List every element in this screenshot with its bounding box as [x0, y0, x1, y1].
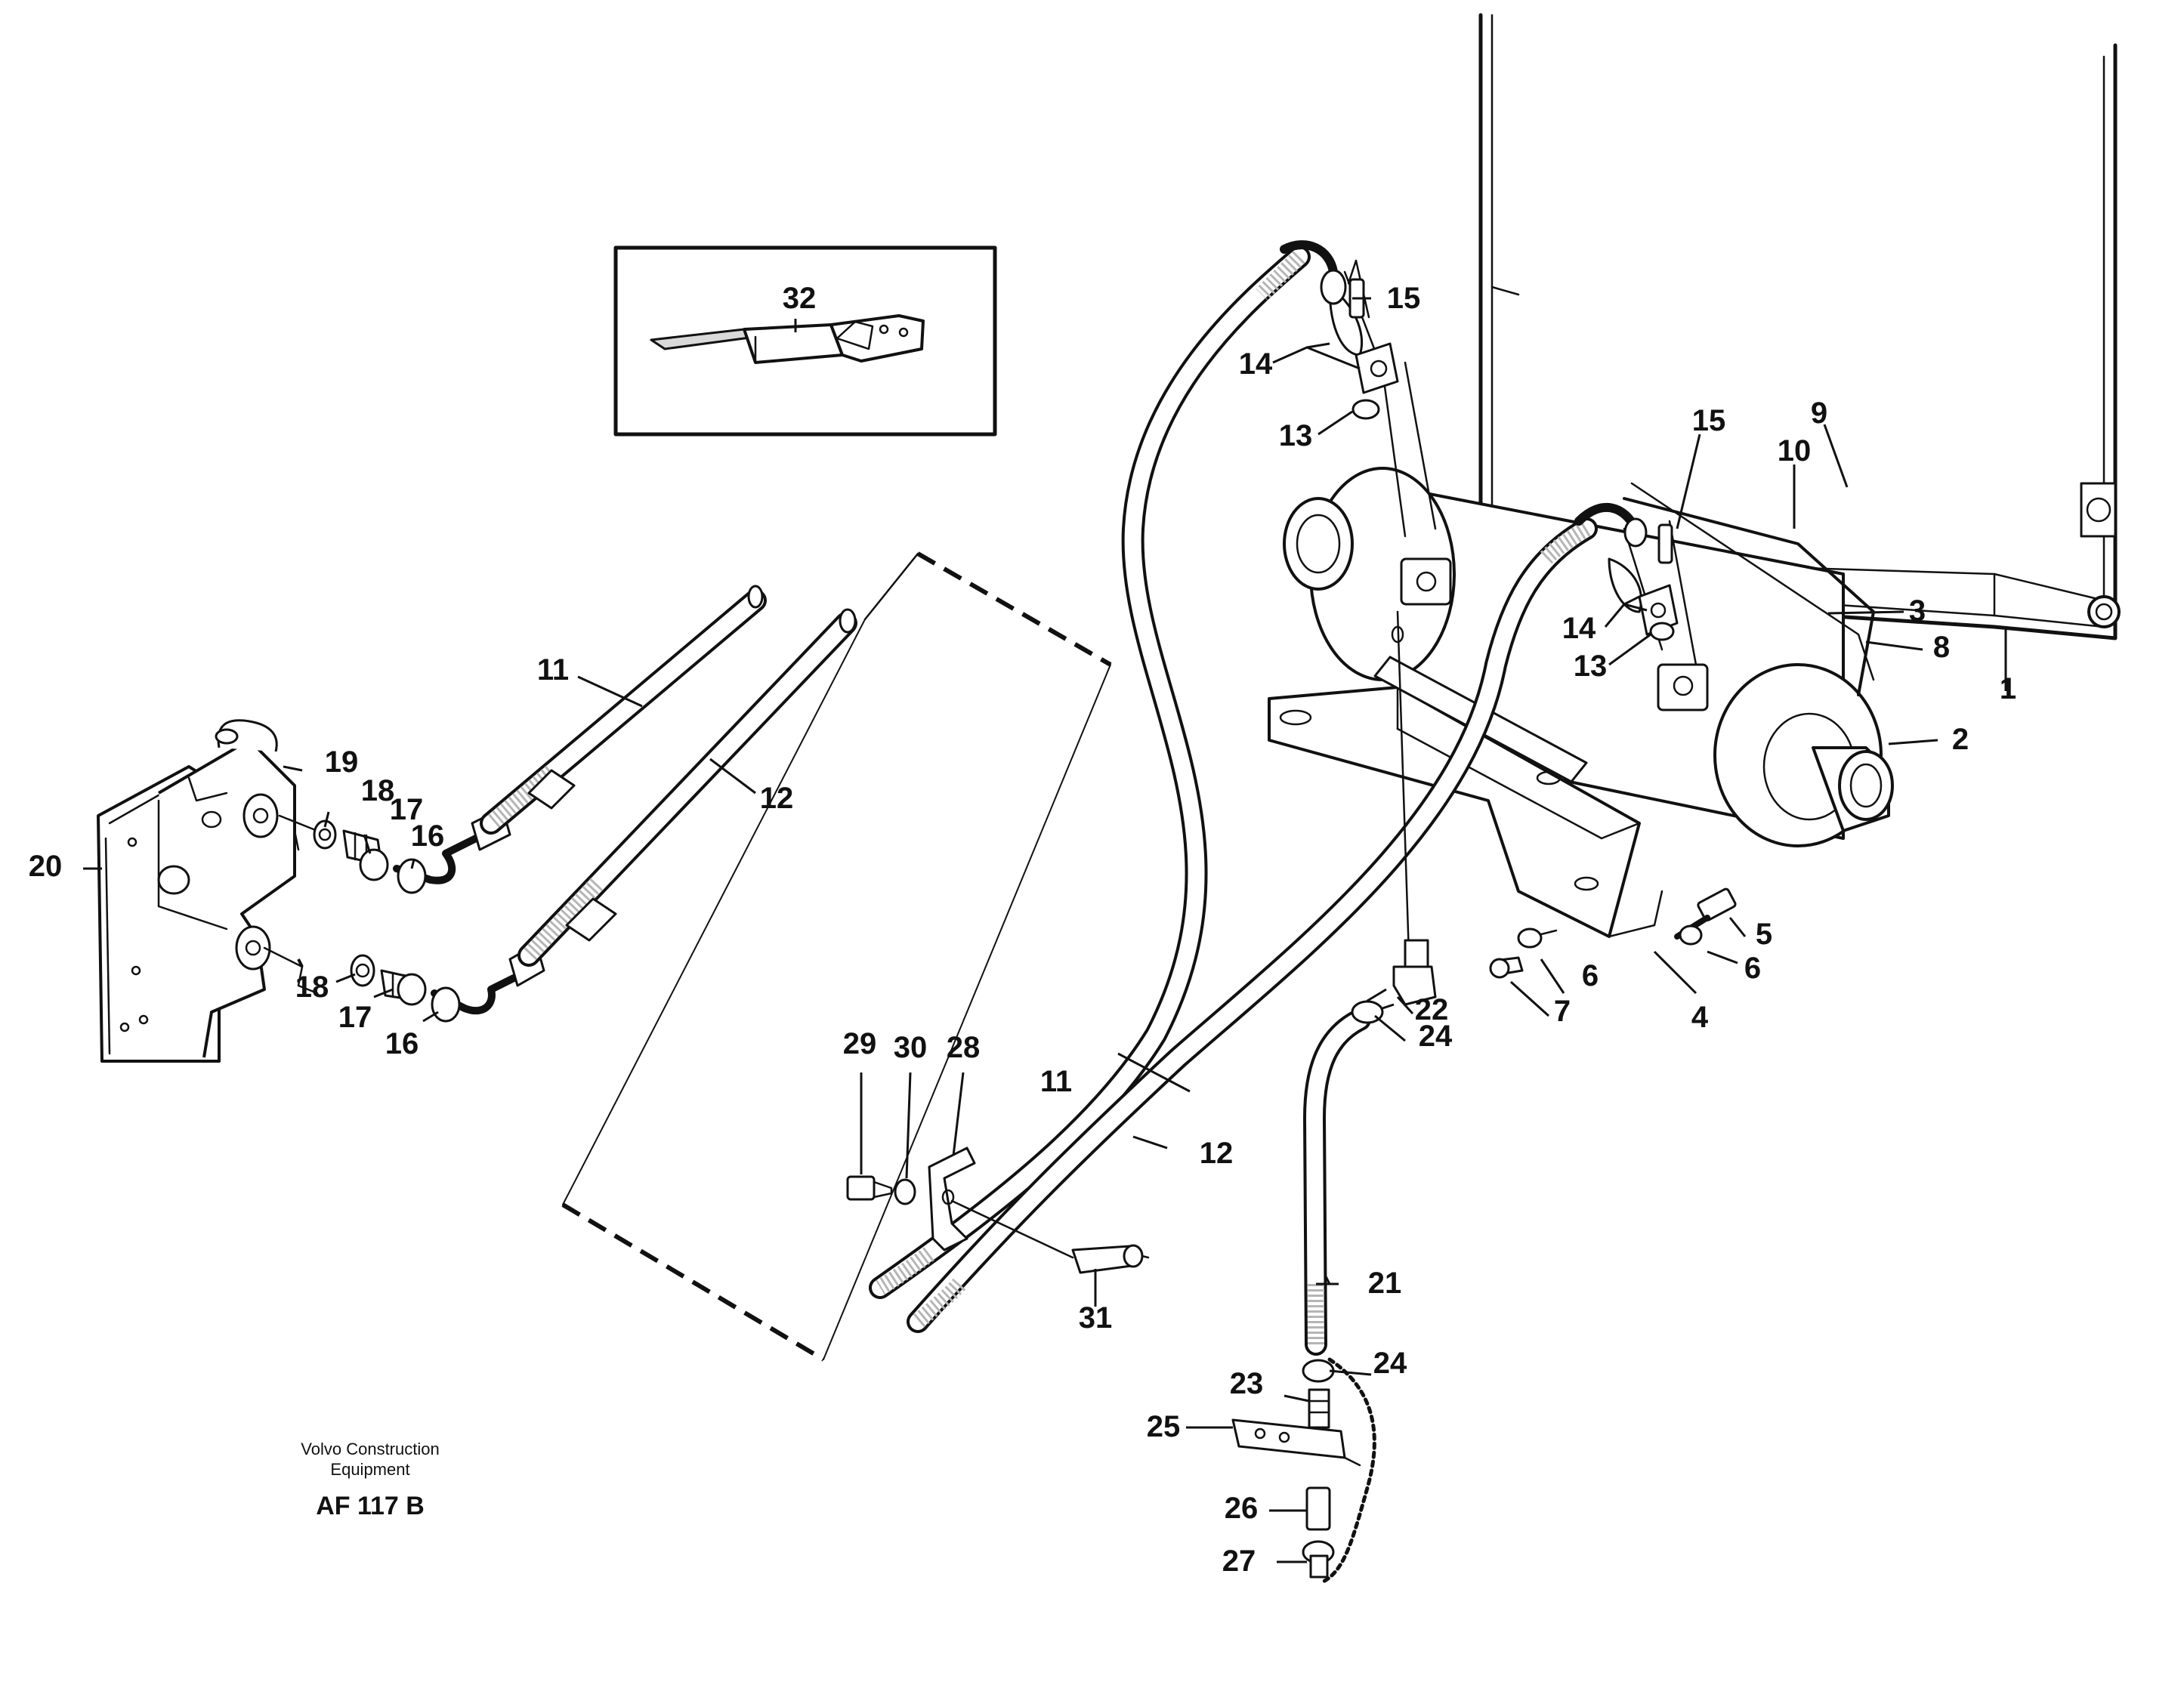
callout-5: 5: [1756, 918, 1772, 951]
callout-14-lower: 14: [1562, 612, 1596, 645]
callout-15-lower: 15: [1692, 404, 1726, 437]
callout-11-upper: 11: [537, 653, 569, 687]
callout-labels: 1 2 3 4 5 6 6 7 8 9 10 11 11 12 12 13 13…: [29, 282, 2016, 1578]
left-hose-12: [517, 608, 857, 967]
bolt-washer-5-6-7: [1489, 887, 1737, 979]
callout-10: 10: [1778, 434, 1812, 468]
frame-part-1: [1478, 13, 2121, 640]
callout-6-left: 6: [1582, 959, 1599, 992]
long-hose-12: [907, 503, 1648, 1333]
callout-3: 3: [1909, 594, 1926, 628]
callout-24-lower: 24: [1373, 1347, 1407, 1380]
callout-8: 8: [1933, 631, 1950, 664]
callout-9: 9: [1811, 397, 1827, 430]
callout-27: 27: [1222, 1545, 1256, 1578]
dashed-section-outline: [561, 551, 1112, 1362]
callout-13-lower: 13: [1574, 650, 1608, 683]
callout-2: 2: [1952, 723, 1969, 756]
callout-16-upper: 16: [411, 819, 445, 853]
inset-box-part-32: [613, 245, 997, 437]
left-hose-11: [480, 585, 767, 835]
callout-30: 30: [894, 1031, 928, 1064]
callout-19: 19: [325, 745, 359, 779]
callout-4: 4: [1691, 1001, 1709, 1034]
callout-18-upper: 18: [361, 774, 395, 807]
callout-16-lower: 16: [385, 1027, 419, 1060]
clamp-assembly-28-31: [846, 1147, 1150, 1274]
callout-32: 32: [783, 282, 817, 315]
credit-company-line2: Equipment: [330, 1460, 409, 1479]
callout-12-upper: 12: [760, 782, 794, 815]
credit-block: Volvo Construction Equipment AF 117 B: [301, 1440, 439, 1520]
callout-14-upper: 14: [1239, 347, 1273, 381]
callout-11-lower: 11: [1040, 1065, 1072, 1098]
callout-26: 26: [1225, 1492, 1259, 1525]
callout-12-lower: 12: [1200, 1137, 1234, 1170]
callout-6-right: 6: [1744, 952, 1761, 985]
callout-25: 25: [1147, 1410, 1181, 1443]
callout-18-lower: 18: [295, 971, 329, 1004]
callout-23: 23: [1230, 1367, 1264, 1400]
callout-28: 28: [947, 1031, 981, 1064]
callout-17-upper: 17: [390, 793, 424, 826]
callout-29: 29: [843, 1027, 877, 1060]
drawing-number: AF 117 B: [316, 1492, 425, 1520]
callout-1: 1: [2000, 672, 2016, 705]
callout-15-upper: 15: [1387, 282, 1421, 315]
drain-hose-21: [1303, 1000, 1384, 1356]
callout-31: 31: [1079, 1301, 1113, 1335]
callout-20: 20: [29, 850, 63, 883]
leader-lines: [83, 297, 2007, 1563]
callout-22: 22: [1415, 993, 1449, 1026]
callout-13-upper: 13: [1279, 419, 1313, 452]
valve-block-part-19-20: [97, 719, 300, 1063]
long-hose-11: [869, 240, 1347, 1299]
upper-flange-assembly: [1328, 259, 1437, 538]
callout-17-lower: 17: [338, 1001, 372, 1034]
callout-7: 7: [1554, 995, 1571, 1028]
credit-company-line1: Volvo Construction: [301, 1440, 439, 1458]
callout-24-upper: 24: [1419, 1020, 1453, 1053]
callout-21: 21: [1368, 1267, 1402, 1300]
drain-fittings-23-27: [1231, 1357, 1376, 1585]
